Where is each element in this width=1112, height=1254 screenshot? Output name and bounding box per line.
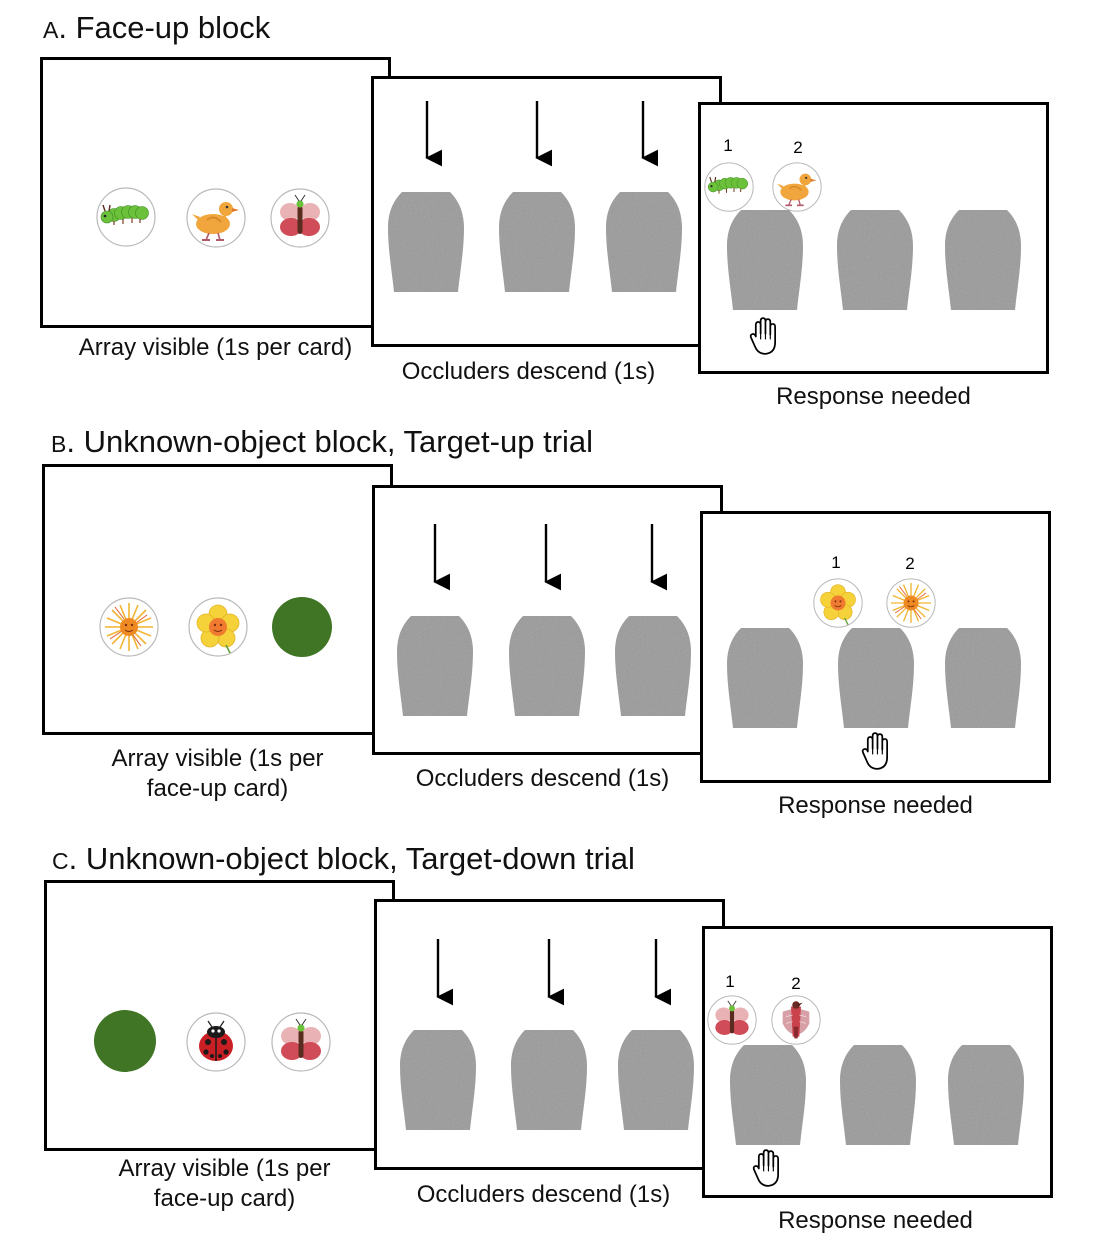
section-c-array-caption-line1: Array visible (1s per <box>118 1155 331 1182</box>
occluder <box>388 192 464 292</box>
flower-icon <box>188 597 248 657</box>
section-c-array-caption: Array visible (1s per face-up card) <box>49 1154 400 1214</box>
section-b-title: B. Unknown-object block, Target-up trial <box>51 426 593 457</box>
choice-label-1: 1 <box>831 553 840 572</box>
section-a-occluder-caption: Occluders descend (1s) <box>401 358 656 385</box>
section-a-response-caption: Response needed <box>776 383 971 410</box>
occluder[interactable] <box>945 628 1021 728</box>
caterpillar-icon[interactable] <box>704 162 754 212</box>
section-b-array-caption-line2: face-up card) <box>146 775 289 802</box>
section-c-letter: C <box>52 848 69 874</box>
section-b-occluders <box>397 616 691 716</box>
section-a-array-caption: Array visible (1s per card) <box>78 334 353 361</box>
section-a-occluders <box>388 192 682 292</box>
occluder <box>615 616 691 716</box>
hand-icon <box>749 317 777 355</box>
occluder <box>618 1030 694 1130</box>
section-b-response-items: 1 2 <box>727 553 1021 770</box>
occluder[interactable] <box>727 210 803 310</box>
occluder <box>499 192 575 292</box>
section-b-title-text: . Unknown-object block, Target-up trial <box>66 424 594 459</box>
section-a-array-cards <box>96 187 330 248</box>
face-down-card <box>94 1010 156 1072</box>
section-c-arrows <box>436 939 672 1006</box>
face-down-card <box>272 597 332 657</box>
section-c-array-caption-line2: face-up card) <box>153 1185 296 1212</box>
occluder[interactable] <box>840 1045 916 1145</box>
section-b-array-cards <box>99 597 332 657</box>
section-c-response-items: 1 2 <box>707 972 1024 1187</box>
occluder <box>397 616 473 716</box>
occluder[interactable] <box>837 210 913 310</box>
section-b-letter: B <box>51 431 67 457</box>
occluder[interactable] <box>730 1045 806 1145</box>
section-c-title-text: . Unknown-object block, Target-down tria… <box>68 841 635 876</box>
choice-label-1: 1 <box>723 136 732 155</box>
sun-icon <box>99 597 159 657</box>
occluder[interactable] <box>948 1045 1024 1145</box>
choice-label-2: 2 <box>905 554 914 573</box>
section-b-occluder-caption: Occluders descend (1s) <box>415 765 670 792</box>
section-b-array-caption: Array visible (1s per face-up card) <box>42 744 393 804</box>
occluder[interactable] <box>727 628 803 728</box>
occluder[interactable] <box>838 628 914 728</box>
occluder[interactable] <box>945 210 1021 310</box>
ladybug-icon <box>186 1012 246 1072</box>
section-a-title: A. Face-up block <box>43 12 270 43</box>
bird-icon[interactable] <box>771 995 821 1045</box>
flower-icon[interactable] <box>813 578 863 628</box>
section-c-title: C. Unknown-object block, Target-down tri… <box>52 843 635 874</box>
choice-label-1: 1 <box>725 972 734 991</box>
hand-icon <box>752 1149 780 1187</box>
section-a-arrows <box>425 101 659 167</box>
caterpillar-icon <box>96 187 156 247</box>
section-a-response-items: 1 2 <box>704 136 1021 355</box>
section-b-arrows <box>433 524 668 591</box>
occluder <box>606 192 682 292</box>
section-b-array-caption-line1: Array visible (1s per <box>111 745 324 772</box>
section-c-occluders <box>400 1030 694 1130</box>
duck-icon[interactable] <box>771 161 823 213</box>
section-c-response-caption: Response needed <box>778 1207 973 1234</box>
section-c-array-cards <box>94 1010 331 1072</box>
butterfly-icon[interactable] <box>707 995 757 1045</box>
butterfly-icon <box>270 188 330 248</box>
choice-label-2: 2 <box>791 974 800 993</box>
occluder <box>400 1030 476 1130</box>
section-c-occluder-caption: Occluders descend (1s) <box>416 1181 671 1208</box>
butterfly-icon <box>271 1012 331 1072</box>
occluder <box>511 1030 587 1130</box>
sun-icon[interactable] <box>886 578 936 628</box>
section-a-letter: A <box>43 17 59 43</box>
choice-label-2: 2 <box>793 138 802 157</box>
section-b-response-caption: Response needed <box>778 792 973 819</box>
duck-icon <box>186 188 246 248</box>
section-c-array-panel <box>44 880 395 1151</box>
hand-icon <box>861 732 889 770</box>
section-a-title-text: . Face-up block <box>58 10 271 45</box>
occluder <box>509 616 585 716</box>
